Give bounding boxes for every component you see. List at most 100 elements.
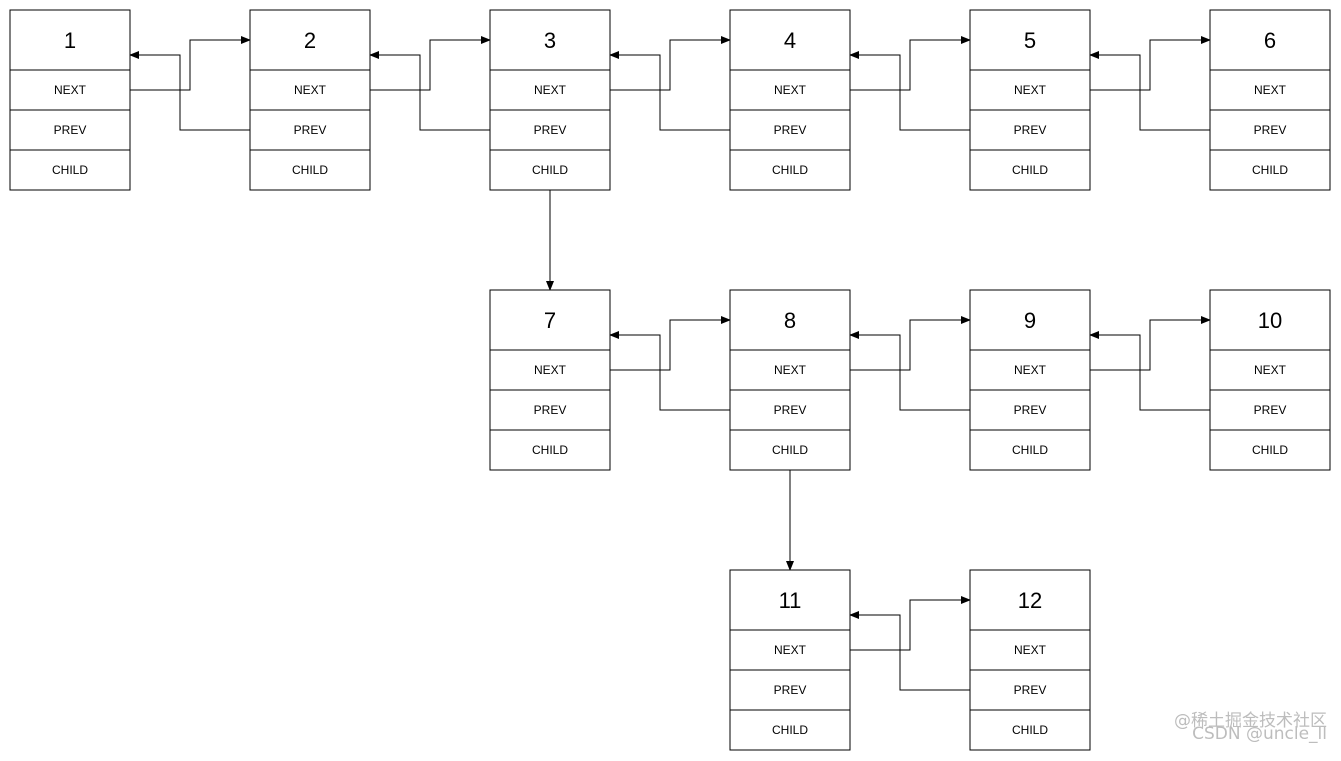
node-11-child-cell — [729, 709, 851, 751]
node-1-prev-cell — [9, 109, 131, 151]
node-6-child-cell — [1209, 149, 1331, 191]
node-12-next-label: NEXT — [1014, 643, 1047, 657]
node-5-header — [969, 9, 1091, 71]
node-6-header — [1209, 9, 1331, 71]
node-1-header — [9, 9, 131, 71]
next-link-7-to-8 — [610, 316, 731, 371]
node-7-prev-cell — [489, 389, 611, 431]
node-10-prev-label: PREV — [1254, 403, 1287, 417]
node-11-prev-label: PREV — [774, 683, 807, 697]
node-8-id: 8 — [784, 308, 796, 333]
node-7-next-label: NEXT — [534, 363, 567, 377]
node-4-child-label: CHILD — [772, 163, 808, 177]
node-11-next-cell — [729, 629, 851, 671]
node-9-next-label: NEXT — [1014, 363, 1047, 377]
node-4-prev-label: PREV — [774, 123, 807, 137]
node-12-prev-label: PREV — [1014, 683, 1047, 697]
node-3-next-cell — [489, 69, 611, 111]
prev-link-4-to-3 — [609, 51, 730, 131]
node-2-child-cell — [249, 149, 371, 191]
prev-link-5-to-4 — [849, 51, 970, 131]
node-1-child-cell — [9, 149, 131, 191]
prev-link-10-to-9 — [1089, 331, 1210, 411]
node-3-next-label: NEXT — [534, 83, 567, 97]
node-10-child-label: CHILD — [1252, 443, 1288, 457]
node-4-prev-cell — [729, 109, 851, 151]
node-9-prev-cell — [969, 389, 1091, 431]
next-link-11-to-12 — [850, 596, 971, 651]
node-12-child-cell — [969, 709, 1091, 751]
node-8-next-label: NEXT — [774, 363, 807, 377]
node-7-child-cell — [489, 429, 611, 471]
node-8-next-cell — [729, 349, 851, 391]
node-3-prev-label: PREV — [534, 123, 567, 137]
node-7-id: 7 — [544, 308, 556, 333]
node-1-child-label: CHILD — [52, 163, 88, 177]
node-1-prev-label: PREV — [54, 123, 87, 137]
node-5-next-cell — [969, 69, 1091, 111]
node-4-id: 4 — [784, 28, 796, 53]
node-8-child-cell — [729, 429, 851, 471]
watermark-line1: @稀土掘金技术社区 — [1174, 711, 1327, 731]
node-7-header — [489, 289, 611, 351]
node-9-child-cell — [969, 429, 1091, 471]
next-link-1-to-2 — [130, 36, 251, 91]
node-3-child-label: CHILD — [532, 163, 568, 177]
node-2-header — [249, 9, 371, 71]
next-link-4-to-5 — [850, 36, 971, 91]
node-1-next-cell — [9, 69, 131, 111]
node-5-child-cell — [969, 149, 1091, 191]
prev-link-3-to-2 — [369, 51, 490, 131]
node-2-prev-label: PREV — [294, 123, 327, 137]
watermark-line2: CSDN @uncle_ll — [1192, 724, 1327, 744]
links-layer — [129, 36, 1211, 691]
node-2-next-label: NEXT — [294, 83, 327, 97]
node-3-id: 3 — [544, 28, 556, 53]
watermark: @稀土掘金技术社区 CSDN @uncle_ll — [1174, 711, 1327, 751]
node-2-id: 2 — [304, 28, 316, 53]
next-link-3-to-4 — [610, 36, 731, 91]
node-10-next-label: NEXT — [1254, 363, 1287, 377]
node-1-id: 1 — [64, 28, 76, 53]
node-12-next-cell — [969, 629, 1091, 671]
node-11-child-label: CHILD — [772, 723, 808, 737]
node-4-next-cell — [729, 69, 851, 111]
node-2-prev-cell — [249, 109, 371, 151]
node-9-id: 9 — [1024, 308, 1036, 333]
node-10-prev-cell — [1209, 389, 1331, 431]
node-10-child-cell — [1209, 429, 1331, 471]
node-3-prev-cell — [489, 109, 611, 151]
node-5-prev-label: PREV — [1014, 123, 1047, 137]
node-9-header — [969, 289, 1091, 351]
node-11-next-label: NEXT — [774, 643, 807, 657]
next-link-2-to-3 — [370, 36, 491, 91]
node-12-child-label: CHILD — [1012, 723, 1048, 737]
next-link-5-to-6 — [1090, 36, 1211, 91]
node-8-prev-cell — [729, 389, 851, 431]
node-10-next-cell — [1209, 349, 1331, 391]
node-7-prev-label: PREV — [534, 403, 567, 417]
node-4-next-label: NEXT — [774, 83, 807, 97]
prev-link-8-to-7 — [609, 331, 730, 411]
node-5-next-label: NEXT — [1014, 83, 1047, 97]
node-7-child-label: CHILD — [532, 443, 568, 457]
prev-link-2-to-1 — [129, 51, 250, 131]
node-11-prev-cell — [729, 669, 851, 711]
node-4-child-cell — [729, 149, 851, 191]
prev-link-9-to-8 — [849, 331, 970, 411]
node-2-child-label: CHILD — [292, 163, 328, 177]
node-6-prev-label: PREV — [1254, 123, 1287, 137]
node-1-next-label: NEXT — [54, 83, 87, 97]
